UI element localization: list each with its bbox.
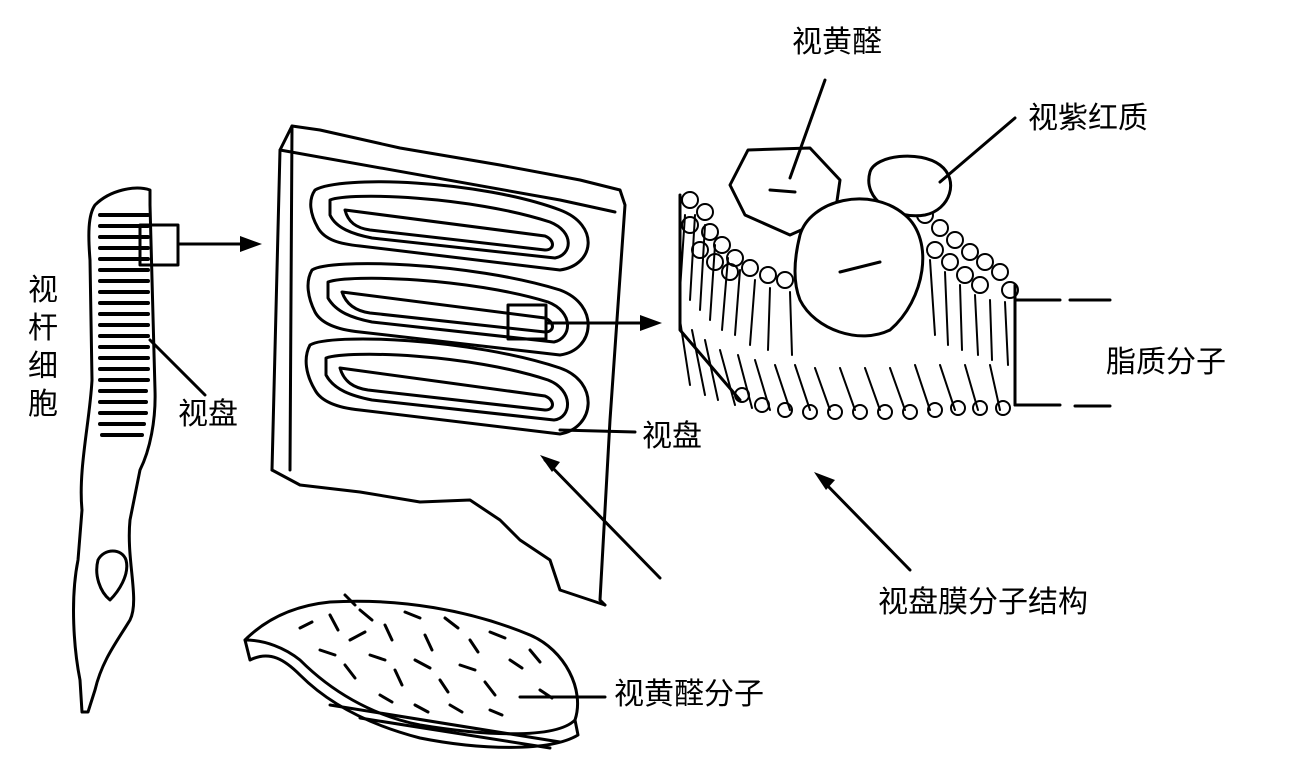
- rhodopsin-globules: [730, 148, 951, 336]
- lipid-molecule-label: 脂质分子: [1106, 348, 1226, 378]
- rod-cell-label: 视杆细胞: [26, 272, 60, 424]
- disc-top: [245, 601, 578, 734]
- disc-label-left: 视盘: [178, 400, 238, 430]
- zoom-arrow-2: [546, 315, 662, 331]
- outer-segment-panel: [272, 126, 625, 605]
- panel-bottom-edge: [272, 470, 605, 605]
- retinal-molecule-label: 视黄醛分子: [614, 680, 764, 710]
- disc-label-middle: 视盘: [642, 422, 702, 452]
- retinal-mark-1: [770, 190, 795, 192]
- molecule-dashes: [300, 595, 552, 715]
- lipid-heads-bottom: [735, 388, 1010, 419]
- retinal-molecule-disc: [245, 595, 578, 748]
- rod-cell: [74, 188, 178, 712]
- rod-nucleus: [97, 551, 127, 600]
- zoom-arrow-1: [178, 236, 262, 252]
- disc-membrane-structure-label: 视盘膜分子结构: [878, 588, 1088, 618]
- retinal-label: 视黄醛: [792, 28, 882, 58]
- rhodopsin-label: 视紫红质: [1028, 104, 1148, 134]
- rod-cell-outline: [74, 188, 156, 712]
- disc-zoom-box: [508, 305, 546, 339]
